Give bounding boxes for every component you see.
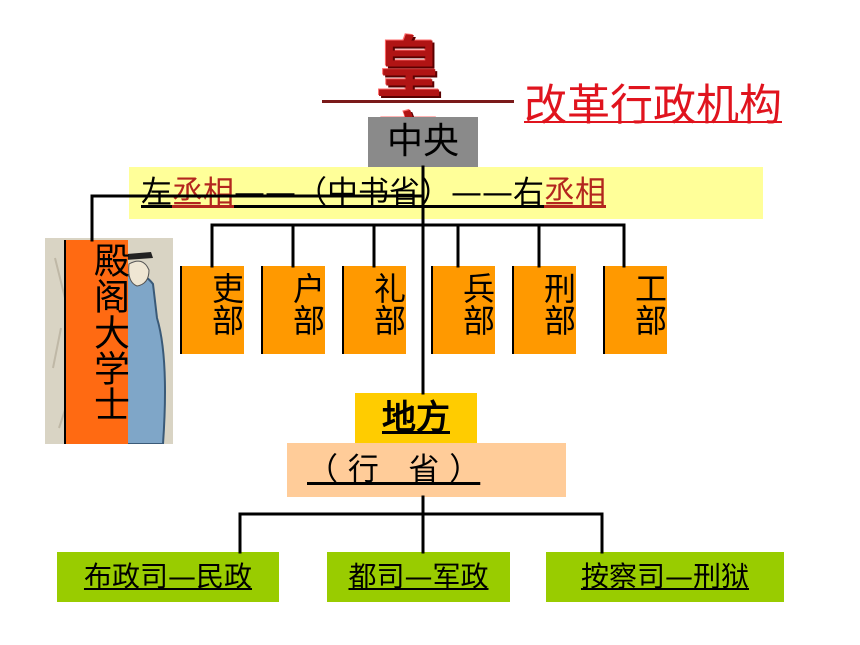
central-box: 中央 bbox=[368, 117, 478, 167]
left-prefix: 左 bbox=[141, 175, 172, 211]
zhongshu-text: 左丞相——（中书省）——右丞相 bbox=[141, 167, 606, 219]
division-civil: 布政司—民政 bbox=[57, 552, 279, 602]
right-chancellor: 丞相 bbox=[544, 175, 606, 211]
province-box: （ 行 省 ） bbox=[287, 443, 566, 497]
division-military: 都司—军政 bbox=[327, 552, 510, 602]
ministry-war: 兵部 bbox=[431, 266, 496, 354]
ministry-rites: 礼部 bbox=[342, 266, 407, 354]
emperor-title: 皇 帝 bbox=[376, 29, 458, 182]
ministry-personnel: 吏部 bbox=[180, 266, 245, 354]
left-chancellor: 丞相 bbox=[172, 175, 234, 211]
zhongshu-box: 左丞相——（中书省）——右丞相 bbox=[129, 167, 763, 219]
reform-title: 改革行政机构 bbox=[524, 81, 782, 131]
ministry-revenue: 户部 bbox=[261, 266, 326, 354]
grand-secretary-box: 殿阁大学士 bbox=[64, 240, 129, 444]
division-judicial: 按察司—刑狱 bbox=[546, 552, 784, 602]
zhongshu-middle: ——（中书省）——右 bbox=[234, 175, 544, 211]
ministry-works: 工部 bbox=[603, 266, 668, 354]
ministry-justice: 刑部 bbox=[512, 266, 577, 354]
local-box: 地方 bbox=[355, 393, 477, 443]
emperor-underline bbox=[322, 100, 514, 103]
